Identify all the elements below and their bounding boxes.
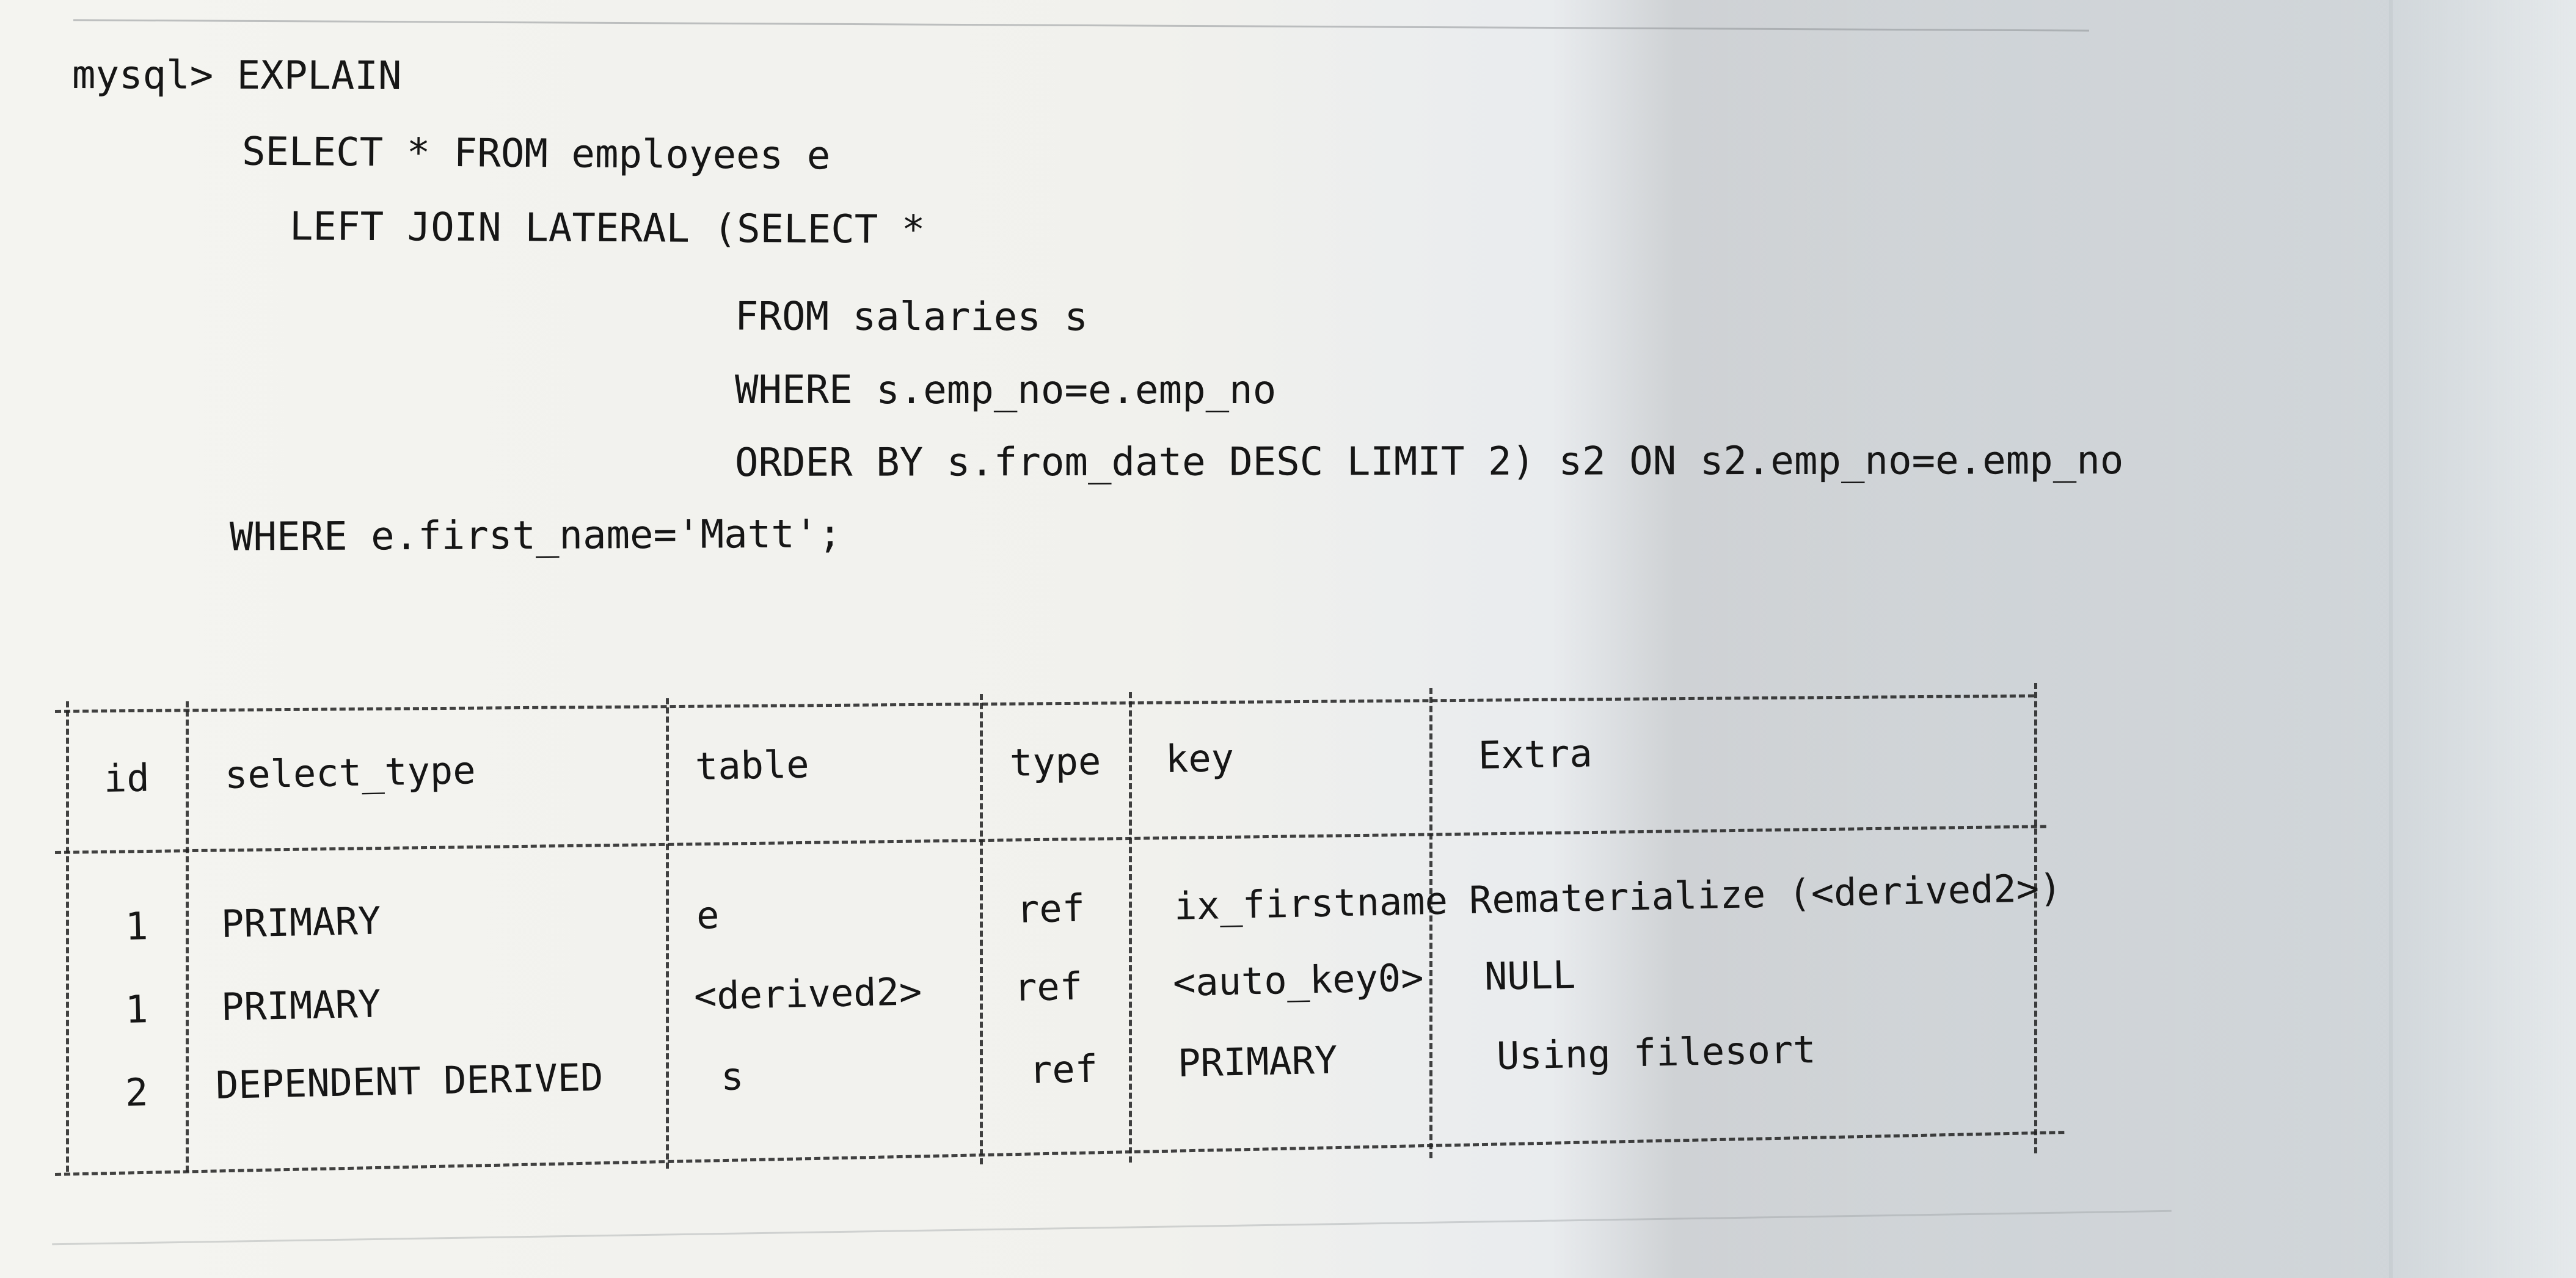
table-bottom-border [55,1131,2065,1176]
code-line-1: mysql> EXPLAIN [71,53,402,99]
row-1-extra: Rematerialize (<derived2>) [1469,865,2063,922]
row-3-select-type: DEPENDENT DERIVED [215,1054,604,1108]
header-key: key [1165,735,1235,781]
row-3-key: PRIMARY [1177,1037,1338,1086]
table-header-separator [55,825,2046,854]
row-2-table: <derived2> [693,969,922,1018]
row-1-select-type: PRIMARY [221,898,381,946]
code-line-2: SELECT * FROM employees e [241,129,831,179]
code-line-7: WHERE e.first_name='Matt'; [229,511,842,560]
header-id: id [103,755,150,801]
row-3-extra: Using filesort [1496,1027,1817,1078]
code-line-3: LEFT JOIN LATERAL (SELECT * [289,204,925,253]
row-1-key: ix_firstname [1173,878,1448,929]
header-extra: Extra [1478,731,1593,778]
table-col-sep-left [66,701,69,1172]
row-2-key: <auto_key0> [1172,955,1425,1005]
explain-result-table: id select_type table type key Extra 1 PR… [55,634,2077,1214]
table-col-sep-4 [1129,692,1132,1163]
code-line-6: ORDER BY s.from_date DESC LIMIT 2) s2 ON… [734,438,2124,486]
row-1-id: 1 [125,904,149,949]
code-line-4: FROM salaries s [734,294,1089,340]
code-line-5: WHERE s.emp_no=e.emp_no [735,368,1277,413]
row-3-type: ref [1029,1046,1098,1092]
row-2-extra: NULL [1484,952,1577,999]
page-edge [2389,0,2576,1278]
table-col-sep-3 [980,694,983,1164]
table-col-sep-right [2034,683,2037,1153]
table-col-sep-2 [666,698,669,1169]
row-2-type: ref [1013,963,1083,1010]
table-top-border [55,694,2034,713]
table-col-sep-1 [186,701,189,1172]
header-type: type [1009,739,1101,785]
row-2-id: 1 [125,987,149,1032]
row-3-table: s [720,1054,745,1099]
table-col-sep-5 [1429,688,1432,1158]
row-2-select-type: PRIMARY [221,981,381,1029]
header-table: table [695,742,810,789]
row-1-type: ref [1016,885,1085,932]
row-1-table: e [696,893,720,938]
row-3-id: 2 [125,1070,149,1115]
header-select-type: select_type [224,748,476,797]
